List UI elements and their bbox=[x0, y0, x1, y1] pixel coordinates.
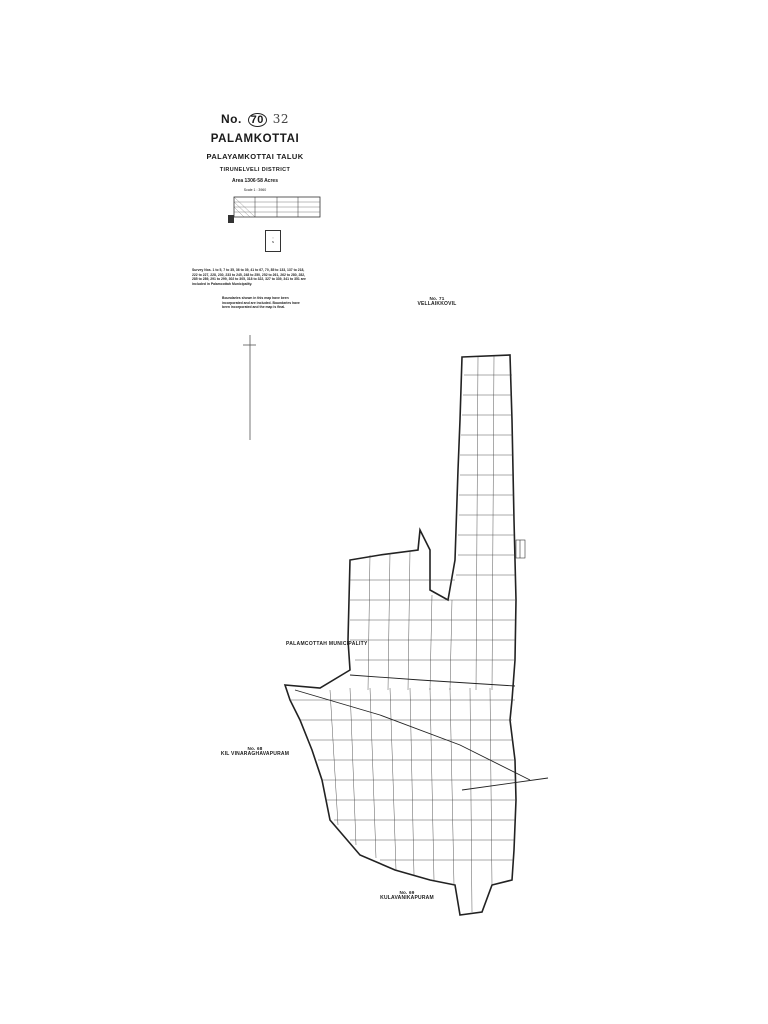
boundary-note: Boundaries shown in this map have been i… bbox=[222, 296, 300, 310]
neighbour-south-number: No. 69 bbox=[399, 890, 415, 895]
neighbour-south-name: KULAVANIKAPURAM bbox=[380, 895, 434, 901]
map-number-handwritten: 32 bbox=[272, 112, 290, 126]
area-text: Area 1306·58 Acres bbox=[232, 178, 278, 184]
village-outline bbox=[283, 354, 517, 916]
neighbour-south: No. 69 KULAVANIKAPURAM bbox=[372, 890, 442, 901]
road-lines bbox=[294, 674, 549, 791]
neighbour-north-number: No. 71 bbox=[429, 296, 445, 301]
north-arrow-icon: ↑ bbox=[272, 236, 274, 241]
survey-numbers-note: Survey Nos. 1 to 5, 7 to 35, 36 to 39, 4… bbox=[192, 268, 306, 286]
scale-text: Scale 1 : 3960 bbox=[243, 188, 267, 192]
north-indicator-box: ↑ N bbox=[265, 230, 281, 252]
neighbour-west-number: No. 68 bbox=[247, 746, 263, 751]
map-number: No. 70 32 bbox=[190, 112, 320, 127]
neighbour-north-name: VELLAIKKOVIL bbox=[417, 301, 457, 307]
village-name: PALAMKOTTAI bbox=[210, 133, 300, 145]
scale-bar bbox=[228, 196, 321, 223]
municipality-label: PALAMCOTTAH MUNICIPALITY bbox=[286, 641, 368, 647]
title-block: No. 70 32 PALAMKOTTAI PALAYAMKOTTAI TALU… bbox=[190, 112, 320, 192]
map-cross-marker bbox=[243, 335, 256, 440]
neighbour-west: No. 68 KIL VINARAGHAVAPURAM bbox=[215, 746, 295, 757]
neighbour-west-name: KIL VINARAGHAVAPURAM bbox=[220, 751, 290, 757]
parcel-grid bbox=[290, 355, 516, 913]
district-name: TIRUNELVELI DISTRICT bbox=[219, 167, 291, 173]
map-number-prefix: No. bbox=[220, 112, 242, 126]
map-number-circled: 70 bbox=[247, 113, 267, 127]
north-label: N bbox=[271, 240, 275, 244]
neighbour-north: No. 71 VELLAIKKOVIL bbox=[412, 296, 462, 307]
taluk-name: PALAYAMKOTTAI TALUK bbox=[206, 152, 304, 161]
east-marker bbox=[515, 539, 526, 559]
